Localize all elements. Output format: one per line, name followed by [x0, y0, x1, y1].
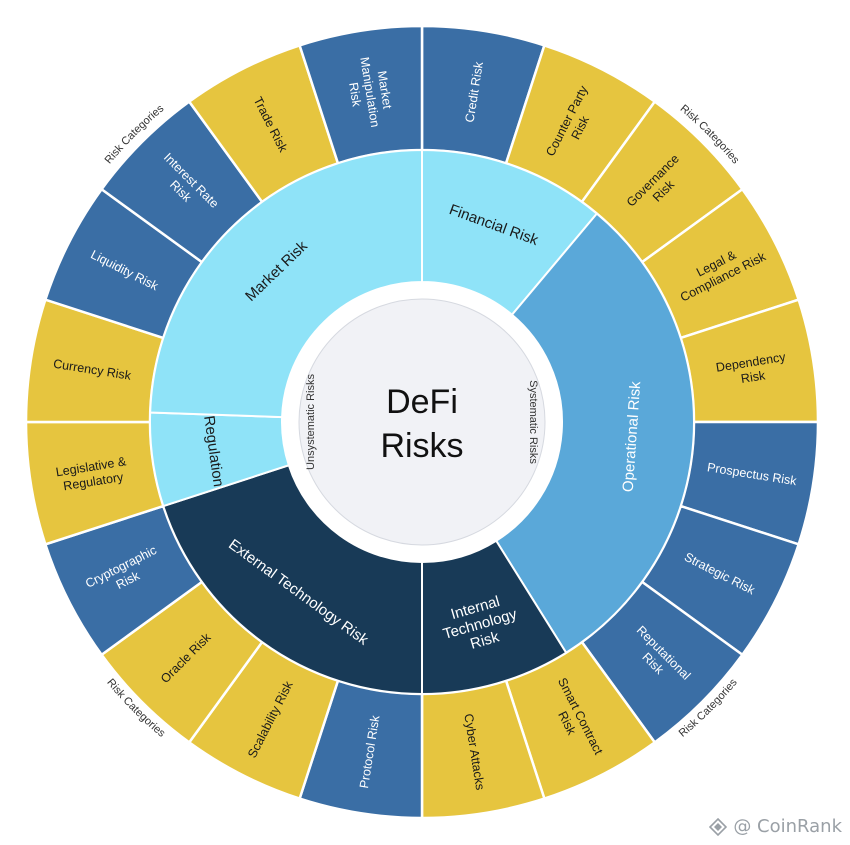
watermark-text: @ CoinRank: [733, 816, 842, 837]
coinrank-logo-icon: [709, 817, 728, 836]
center-title-line2: Risks: [380, 427, 463, 465]
core-disc: [298, 298, 546, 546]
outer-label-line: Market: [375, 70, 395, 110]
inner-label-systematic-risks: Systematic Risks: [527, 380, 539, 464]
outer-label-line: Risk: [346, 81, 364, 108]
center-title-line1: DeFi: [386, 383, 458, 421]
inner-label-unsystematic-risks: Unsystematic Risks: [305, 374, 317, 470]
watermark: @ CoinRank: [709, 816, 842, 837]
outer-label-line: Risk: [740, 368, 767, 386]
